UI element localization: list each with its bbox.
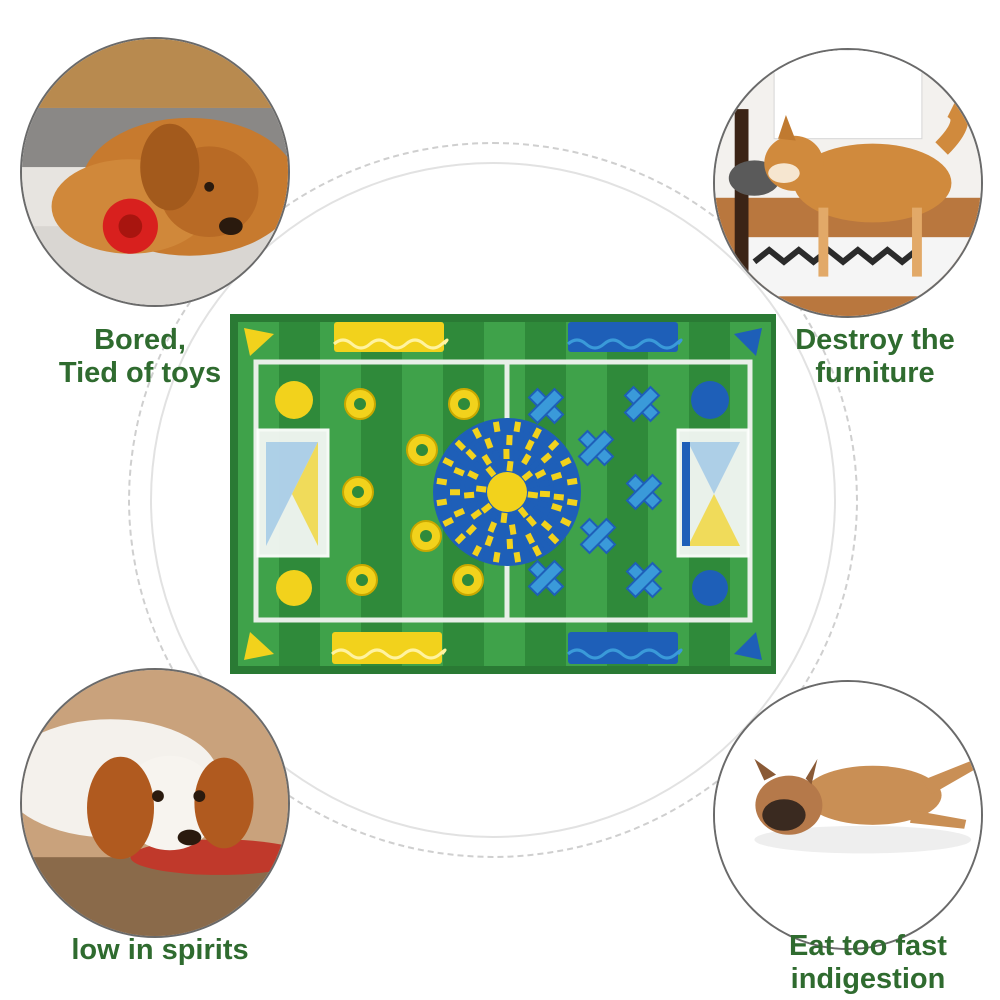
french-bulldog-photo bbox=[713, 680, 983, 950]
golden-retriever-photo bbox=[20, 37, 290, 307]
caption-destroy-line-2: furniture bbox=[815, 357, 935, 389]
caption-bored-line-1: Bored, bbox=[94, 324, 186, 356]
caption-eat-fast: Eat too fast indigestion bbox=[748, 930, 988, 996]
caption-destroy: Destroy the furniture bbox=[770, 324, 980, 390]
shiba-inu-photo bbox=[713, 48, 983, 318]
cavalier-spaniel-photo bbox=[20, 668, 290, 938]
caption-eat-fast-line-2: indigestion bbox=[790, 963, 946, 995]
caption-low-spirits: low in spirits bbox=[40, 934, 280, 967]
snuffle-mat-image bbox=[230, 314, 776, 674]
dashed-ring-decoration bbox=[128, 142, 858, 858]
caption-low-spirits-line-1: low in spirits bbox=[71, 934, 249, 966]
caption-eat-fast-line-1: Eat too fast bbox=[789, 930, 947, 962]
caption-bored-line-2: Tied of toys bbox=[58, 357, 222, 389]
caption-destroy-line-1: Destroy the bbox=[795, 324, 955, 356]
caption-bored: Bored, Tied of toys bbox=[40, 324, 240, 390]
solid-ring-decoration bbox=[150, 162, 836, 838]
